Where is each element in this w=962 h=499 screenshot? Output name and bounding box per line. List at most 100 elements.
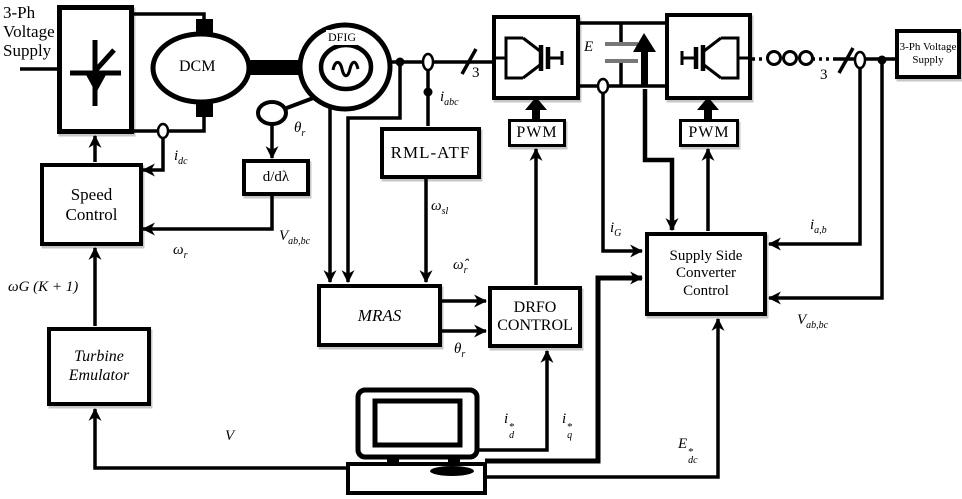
label-v-wind: V: [225, 428, 235, 444]
label-iabc: iabc: [440, 89, 459, 109]
machine-symbols: [150, 19, 393, 126]
thyristor-symbol: [70, 40, 121, 106]
label-edc-ref: E*dc: [678, 436, 698, 466]
pc-base-unit: [346, 462, 487, 495]
label-iab: ia,b: [810, 217, 827, 237]
wire-ig: [601, 93, 644, 258]
label-vabbc-grid: Vab,bc: [797, 312, 829, 332]
slash-3-rotor: [460, 48, 478, 75]
dfig-rotor-circle: [318, 42, 374, 92]
grid-supply-label: 3-Ph Voltage Supply: [899, 41, 957, 66]
pc-drive-slot: [430, 466, 474, 476]
speed-control-box: Speed Control: [40, 163, 143, 246]
thyristor-gate: [94, 48, 116, 72]
label-ig: iG: [610, 220, 622, 240]
coil-1: [766, 50, 782, 66]
slash-3-grid: [837, 47, 855, 74]
pwm-supply-box: PWM: [679, 119, 739, 147]
pwm-rotor-label: PWM: [516, 123, 558, 141]
drfo-control-box: DRFO CONTROL: [488, 286, 582, 348]
turbine-emulator-box: Turbine Emulator: [47, 327, 151, 406]
iabc-sensor: [421, 52, 435, 72]
dclink-voltage-arrow: [633, 33, 656, 86]
ddlambda-box: d/dλ: [242, 159, 310, 196]
idc-sensor: [156, 122, 170, 140]
igbt1-emitter: [522, 63, 541, 80]
igbt2-collector: [703, 36, 722, 53]
wires: [20, 12, 895, 479]
pc-symbol: [346, 387, 487, 495]
turbine-emulator-label: Turbine Emulator: [68, 348, 130, 384]
igbt2-bracket: [721, 36, 740, 80]
label-phase3-grid: 3: [820, 67, 828, 83]
supply-side-control-box: Supply Side Converter Control: [645, 232, 767, 316]
drfo-control-label: DRFO CONTROL: [497, 298, 573, 334]
supply-converter-box: [665, 13, 752, 100]
label-iq-ref: i*q: [562, 411, 573, 441]
igbt1-collector: [522, 36, 541, 53]
label-theta-r-mras: θr: [454, 341, 466, 361]
wire-ddlambda-to-speedcontrol: [141, 196, 274, 236]
supply-side-control-label: Supply Side Converter Control: [669, 248, 743, 299]
label-phase3-rotor: 3: [472, 65, 480, 81]
dfig-label: DFIG: [326, 30, 359, 45]
dcm-brush-bottom: [196, 101, 213, 117]
wire-iab: [767, 68, 862, 251]
thyristor-triangle: [85, 73, 107, 93]
wire-encoder-link: [283, 95, 317, 111]
dcm-label: DCM: [179, 58, 216, 75]
label-vabbc-stator: Vab,bc: [279, 228, 311, 248]
speed-control-label: Speed Control: [65, 184, 118, 224]
label-omega-sl: ωsl: [431, 198, 449, 218]
label-omega-r: ωr: [173, 242, 188, 262]
rml-atf-box: RML-ATF: [380, 127, 481, 179]
grid-filter-inductor: [766, 50, 814, 66]
label-theta-r-encoder: θr: [294, 120, 306, 140]
pc-screen: [372, 398, 463, 448]
coil-2: [782, 50, 798, 66]
mras-label: MRAS: [357, 305, 402, 325]
dcm-brush-top: [196, 19, 213, 35]
ig-sensor: [596, 77, 610, 95]
label-omega-g: ωG (K + 1): [8, 279, 79, 295]
wire-stator-tap-to-mras: [341, 62, 402, 284]
label-id-ref: i*d: [504, 411, 515, 441]
wire-rectifier-to-dcm: [131, 12, 206, 24]
wire-vabbc-grid: [767, 62, 884, 305]
pc-foot-right: [448, 457, 460, 465]
grid-supply-box: 3-Ph Voltage Supply: [895, 29, 961, 79]
pwm-supply-label: PWM: [688, 123, 730, 141]
junction-iabc: [423, 87, 433, 97]
pwm2-drive-arrow: [697, 97, 719, 119]
wire-id-ref: [476, 349, 554, 452]
left-supply-label: 3-Ph Voltage Supply: [3, 3, 55, 60]
pwm-rotor-box: PWM: [508, 119, 566, 147]
wire-e-to-supplycontrol: [642, 89, 679, 232]
dfig-slipring-squiggle: [331, 60, 360, 78]
label-omega-r-hat: ω̂r: [453, 257, 468, 277]
mras-box: MRAS: [317, 284, 442, 347]
wire-edc-ref: [485, 317, 725, 479]
wire-v-to-turbine: [88, 407, 348, 470]
junction-grid-line: [877, 55, 887, 65]
label-e-dclink: E: [584, 39, 594, 55]
igbt1-bracket: [504, 36, 523, 80]
rotor-converter-box: [492, 15, 580, 100]
wire-iq-ref: [485, 271, 644, 464]
igbt-supply-converter: [680, 36, 752, 80]
rml-atf-label: RML-ATF: [390, 143, 471, 163]
encoder-symbol: [256, 100, 288, 126]
wire-dcm-to-rectifier: [134, 114, 206, 133]
junction-rotor-line: [395, 57, 405, 67]
wire-idc-feedback: [141, 138, 165, 177]
coil-3: [798, 50, 814, 66]
igbt2-emitter: [703, 63, 722, 80]
pwm1-drive-arrow: [525, 97, 547, 119]
grid-current-sensor: [853, 50, 867, 70]
sensors-and-junctions: [156, 50, 887, 140]
ddlambda-label: d/dλ: [262, 168, 290, 185]
dclink-capacitor: [605, 33, 656, 86]
rectifier-box: [57, 5, 134, 134]
